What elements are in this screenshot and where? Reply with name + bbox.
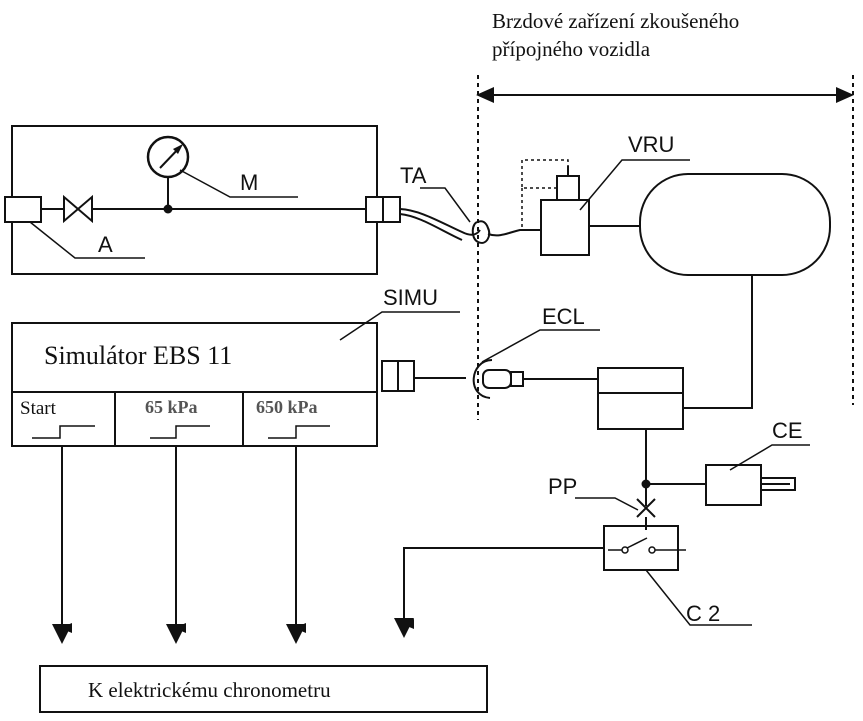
coupling-ta xyxy=(399,208,540,244)
valve-icon xyxy=(63,194,93,224)
label-simu: SIMU xyxy=(383,285,438,310)
chronometer-label: K elektrickému chronometru xyxy=(88,678,331,702)
simulator-title: Simulátor EBS 11 xyxy=(44,341,232,370)
arrowheads xyxy=(52,618,414,644)
connector-ecl xyxy=(472,359,598,399)
label-ce: CE xyxy=(772,418,803,443)
header-line-2: přípojného vozidla xyxy=(492,37,651,61)
air-reservoir xyxy=(639,173,831,276)
dimension-arrow xyxy=(476,87,854,103)
valve-vru xyxy=(521,159,590,256)
label-c2: C 2 xyxy=(686,601,720,626)
cell-start: Start xyxy=(20,398,57,419)
ebs-control-unit xyxy=(597,367,684,430)
pressure-switch-c2 xyxy=(603,517,686,571)
coupling-a xyxy=(4,196,42,223)
header-line-1: Brzdové zařízení zkoušeného xyxy=(492,9,739,33)
pressure-point-pp xyxy=(636,498,656,518)
label-vru: VRU xyxy=(628,132,674,157)
cell-650kpa: 650 kPa xyxy=(256,397,318,417)
label-ta: TA xyxy=(400,163,427,188)
label-a: A xyxy=(98,232,113,257)
chronometer-box xyxy=(39,665,488,713)
label-pp: PP xyxy=(548,474,577,499)
label-m: M xyxy=(240,170,258,195)
brake-cylinder-ce xyxy=(705,464,796,506)
cell-65kpa: 65 kPa xyxy=(145,397,198,417)
pressure-gauge-icon xyxy=(146,135,190,179)
label-ecl: ECL xyxy=(542,304,585,329)
